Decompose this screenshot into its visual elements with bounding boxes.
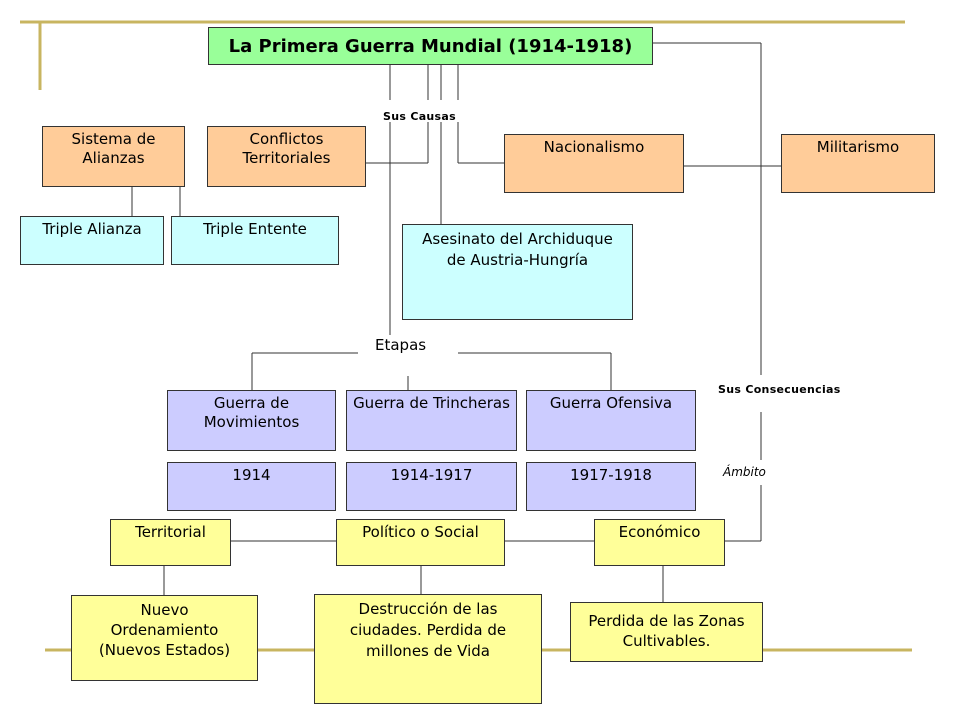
scope-political-social: Político o Social	[336, 519, 505, 566]
causes-label: Sus Causas	[383, 110, 456, 123]
stage-offensive-war: Guerra Ofensiva	[526, 390, 696, 451]
triple-entente: Triple Entente	[171, 216, 339, 265]
cause-militarism: Militarismo	[781, 134, 935, 193]
triple-alliance: Triple Alianza	[20, 216, 164, 265]
consequence-city-destruction: Destrucción de las ciudades. Perdida de …	[314, 594, 542, 704]
cause-nationalism: Nacionalismo	[504, 134, 684, 193]
consequence-new-order: Nuevo Ordenamiento (Nuevos Estados)	[71, 595, 258, 681]
scope-territorial: Territorial	[110, 519, 231, 566]
stage-movement-war: Guerra de Movimientos	[167, 390, 336, 451]
stage-offensive-years: 1917-1918	[526, 462, 696, 511]
consequence-crop-loss: Perdida de las Zonas Cultivables.	[570, 602, 763, 662]
stage-movement-years: 1914	[167, 462, 336, 511]
cause-territorial-conflicts: Conflictos Territoriales	[207, 126, 366, 187]
archduke-assassination: Asesinato del Archiduque de Austria-Hung…	[402, 224, 633, 320]
scope-economic: Económico	[594, 519, 725, 566]
scope-label: Ámbito	[723, 465, 766, 479]
diagram-title: La Primera Guerra Mundial (1914-1918)	[208, 27, 653, 65]
stages-label: Etapas	[375, 336, 427, 354]
diagram-connectors	[131, 42, 781, 602]
stage-trench-years: 1914-1917	[346, 462, 517, 511]
cause-alliance-system: Sistema de Alianzas	[42, 126, 185, 187]
consequences-label: Sus Consecuencias	[718, 383, 841, 396]
stage-trench-war: Guerra de Trincheras	[346, 390, 517, 451]
